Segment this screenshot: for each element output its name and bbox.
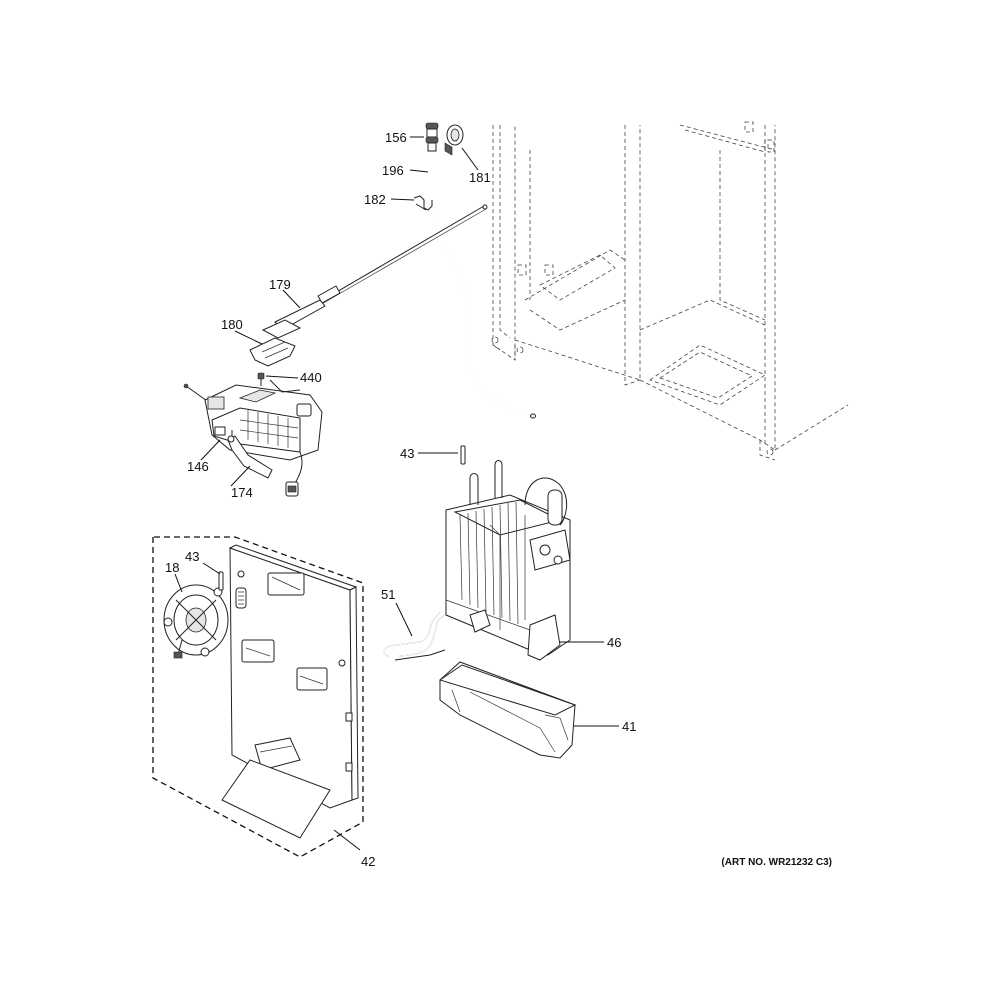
callout-156: 156: [385, 130, 407, 145]
leader-180: [234, 330, 263, 345]
leader-lines: [174, 136, 619, 851]
callout-146: 146: [187, 459, 209, 474]
callout-174: 174: [231, 485, 253, 500]
leader-18: [174, 573, 183, 593]
leader-146: [200, 439, 221, 461]
leader-51: [395, 602, 413, 637]
leader-174: [230, 465, 251, 487]
callout-41: 41: [622, 719, 636, 734]
callout-42: 42: [361, 854, 375, 869]
leader-440: [265, 375, 299, 379]
art-number: (ART NO. WR21232 C3): [721, 857, 832, 868]
callout-179: 179: [269, 277, 291, 292]
leader-182: [390, 198, 415, 201]
leader-196: [409, 169, 429, 173]
callout-43-kit: 43: [185, 549, 199, 564]
callout-440: 440: [300, 370, 322, 385]
callout-18: 18: [165, 560, 179, 575]
callout-180: 180: [221, 317, 243, 332]
callout-51: 51: [381, 587, 395, 602]
leader-181: [461, 147, 479, 171]
drain-pan: [438, 661, 577, 759]
callout-labels: 156 196 181 182 179 180 440 146 174 43 4…: [165, 130, 636, 869]
evaporator-assembly: [383, 445, 571, 661]
ice-maker-assembly: [183, 204, 488, 497]
leader-42: [333, 829, 361, 851]
leader-43-kit: [202, 562, 221, 575]
callout-181: 181: [469, 170, 491, 185]
callout-46: 46: [607, 635, 621, 650]
evaporator-cover-kit: [152, 536, 364, 858]
callout-43-evaporator: 43: [400, 446, 414, 461]
refrigerator-cabinet-outline: [491, 121, 849, 461]
callout-182: 182: [364, 192, 386, 207]
fill-tube-assembly: [413, 122, 536, 419]
callout-196: 196: [382, 163, 404, 178]
leader-179: [282, 289, 301, 309]
